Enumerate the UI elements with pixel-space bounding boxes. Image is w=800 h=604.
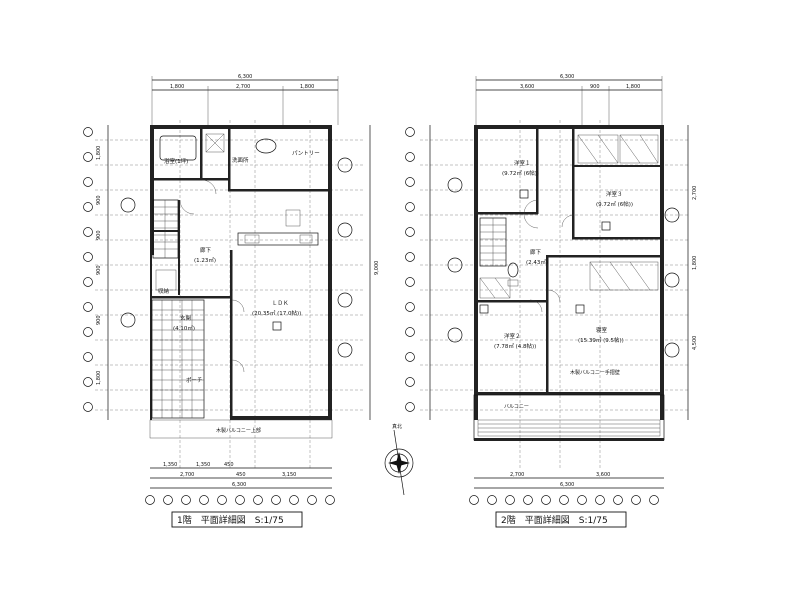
floor1-bottom-overall: 6,300 (232, 482, 246, 488)
floor1-entrance-area: (4.10㎡) (173, 324, 195, 332)
floor1-title-box (171, 511, 303, 528)
floor1-entrance-label: 玄関 (180, 314, 192, 322)
floor2-plan: 6,300 3,600 900 1,800 (405, 74, 698, 528)
floor2-closets (479, 134, 659, 299)
floor2-left-axis (405, 125, 431, 420)
floor2-top-dim-3: 1,800 (626, 84, 640, 90)
floor1-plan: 6,300 1,800 2,700 1,800 (83, 74, 380, 528)
floor2-balcony (473, 394, 665, 441)
floor1-balcony-note: 木製バルコニー上部 (216, 427, 261, 434)
floor2-bottom-axis (469, 495, 659, 505)
floor2-master-area: (15.39㎡ (9.5帖)) (578, 336, 624, 344)
floor1-left-dim-5: 900 (96, 315, 102, 325)
floor1-bottom-dim-2: 1,350 (196, 462, 210, 468)
floor1-ldk-area: (20.35㎡ (17.0帖)) (252, 309, 301, 317)
floor2-hall-area: (2.43㎡) (526, 258, 548, 266)
floor2-room3-area: (9.72㎡ (6帖)) (596, 200, 633, 208)
floor1-bottom-dim-5: 2,700 (180, 472, 194, 478)
north-label: 真北 (392, 423, 402, 430)
floor1-bottom-dim-4: 3,150 (282, 472, 296, 478)
floor1-porch-tiles (151, 299, 205, 419)
floor2-top-dim-2: 900 (590, 84, 600, 90)
floor1-left-dim-1: 1,800 (96, 146, 102, 160)
floor2-bottom-overall: 6,300 (560, 482, 574, 488)
floor2-top-dim-1: 3,600 (520, 84, 534, 90)
floor2-room3-label: 洋室３ (606, 190, 623, 198)
floor1-left-dim-4: 900 (96, 265, 102, 275)
floor1-porch-label: ポーチ (186, 377, 203, 384)
floor2-balcony-note: 木製バルコニー手摺壁 (570, 369, 620, 376)
floor2-stairs (479, 217, 507, 267)
floor1-bath-label: 浴室(1坪) (164, 157, 188, 165)
floor1-storage-label: 収納 (158, 287, 170, 295)
floor2-overall-width: 6,300 (560, 74, 574, 80)
floor1-stairs (152, 199, 179, 259)
floor2-right-dim-1: 2,700 (692, 186, 698, 200)
floor2-room2-area: (7.78㎡ (4.8帖)) (494, 342, 536, 350)
floor1-left-dim-6: 1,800 (96, 371, 102, 385)
floor1-hall-label: 廊下 (200, 246, 212, 254)
floor1-washroom-label: 洗面所 (232, 156, 249, 164)
floor2-room1-area: (9.72㎡ (6帖)) (502, 169, 539, 177)
floor1-ldk-label: ＬＤＫ (272, 300, 289, 307)
floor2-title-box (495, 511, 627, 528)
floor1-top-dim-3: 1,800 (300, 84, 314, 90)
floor2-right-dim-2: 1,800 (692, 256, 698, 270)
floor1-right-overall: 9,000 (374, 261, 380, 275)
floor1-bottom-dim-6: 450 (236, 472, 246, 478)
floor2-bottom-dim-1: 2,700 (510, 472, 524, 478)
north-compass-icon: 真北 (384, 423, 414, 496)
floor1-left-dim-2: 900 (96, 195, 102, 205)
floor2-balcony-label: バルコニー (504, 404, 529, 410)
floor1-top-dim-1: 1,800 (170, 84, 184, 90)
floor2-right-dim-3: 4,500 (692, 336, 698, 350)
floor1-pantry-label: パントリー (292, 150, 320, 157)
floor1-left-dim-3: 900 (96, 230, 102, 240)
floor2-room1-label: 洋室１ (514, 159, 531, 167)
floor2-bottom-dim-2: 3,600 (596, 472, 610, 478)
floor1-bottom-dim-1: 1,350 (163, 462, 177, 468)
floor1-bottom-axis (145, 495, 335, 505)
floor1-title: 1階 平面詳細図 S:1/75 (177, 514, 284, 526)
floor1-left-axis: 1,800 900 900 900 900 1,800 (83, 125, 109, 420)
floor2-title: 2階 平面詳細図 S:1/75 (501, 514, 608, 526)
floor2-room2-label: 洋室２ (504, 332, 521, 340)
floor2-master-label: 寝室 (596, 326, 608, 334)
floor1-bottom-dim-3: 450 (224, 462, 234, 468)
floor1-top-dim-2: 2,700 (236, 84, 250, 90)
floor2-hall-label: 廊下 (530, 248, 542, 256)
floor1-overall-width: 6,300 (238, 74, 252, 80)
floor1-hall-area: (1.23㎡) (194, 256, 216, 264)
